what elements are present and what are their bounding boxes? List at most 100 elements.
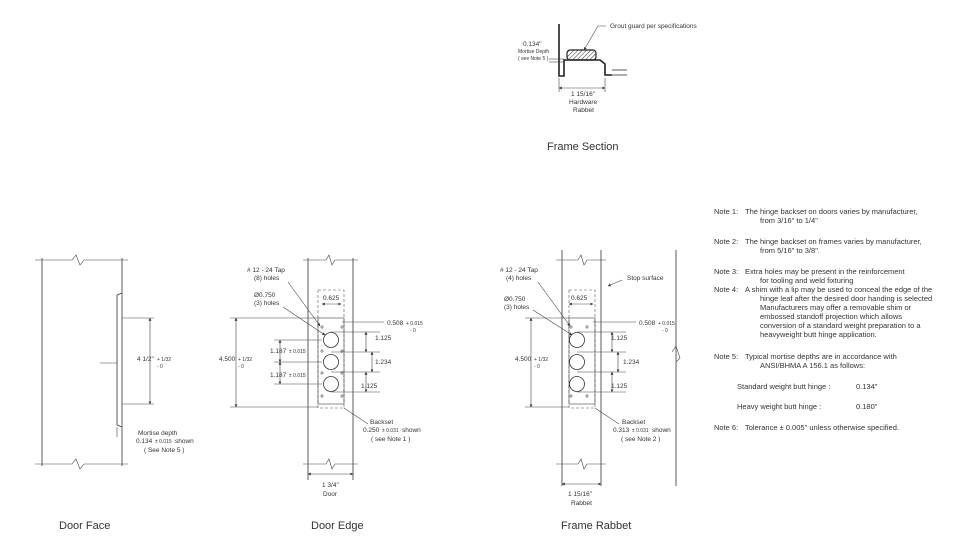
door-edge-right-offset-tol-plus: + 0.015 <box>406 321 423 327</box>
mortise-heavy-label: Heavy weight butt hinge : <box>737 402 821 411</box>
door-edge-backset-shown: shown <box>402 427 421 434</box>
door-face-diagram: 4 1/2" + 1/32 - 0 Mortise depth 0.134 ± … <box>35 254 194 532</box>
hole <box>569 376 585 392</box>
frame-rabbet-spacing2: 1.125 <box>611 383 628 390</box>
door-face-hinge-leaf <box>116 292 123 428</box>
frame-section-mortise-note: ( see Note 5 ) <box>518 56 549 62</box>
frame-section-mortise-value: 0.134" <box>523 41 542 48</box>
mortise-standard-label: Standard weight butt hinge : <box>737 382 830 391</box>
note-5: Note 5: Typical mortise depths are in ac… <box>714 352 897 370</box>
svg-text:The hinge backset on doors var: The hinge backset on doors varies by man… <box>745 207 918 216</box>
door-edge-hole-label2: (3) holes <box>254 300 280 307</box>
svg-text:Tolerance ± 0.005" unless othe: Tolerance ± 0.005" unless otherwise spec… <box>745 423 899 432</box>
svg-text:The hinge backset on frames va: The hinge backset on frames varies by ma… <box>745 237 922 246</box>
frame-section-caption: Frame Section <box>547 141 619 153</box>
frame-rabbet-backset-label: Backset <box>622 419 645 426</box>
svg-text:ANSI/BHMA A 156.1 as follows:: ANSI/BHMA A 156.1 as follows: <box>760 361 865 370</box>
svg-text:Note 3:: Note 3: <box>714 267 738 276</box>
door-face-caption: Door Face <box>59 520 110 532</box>
frame-rabbet-right-offset-tol-plus: + 0.015 <box>658 321 675 327</box>
frame-section-mortise-label: Mortise Depth <box>518 49 549 55</box>
frame-rabbet-hole-label2: (3) holes <box>504 304 530 311</box>
note-3: Note 3: Extra holes may be present in th… <box>714 267 906 285</box>
frame-rabbet-overall-tol-plus: + 1/32 <box>534 357 548 363</box>
svg-text:embossed standoff projection w: embossed standoff projection which allow… <box>760 312 902 321</box>
mortise-table: Standard weight butt hinge : 0.134" Heav… <box>737 382 878 411</box>
door-face-dim-tol-plus: + 1/32 <box>157 357 171 363</box>
svg-text:from 5/16" to 3/8".: from 5/16" to 3/8". <box>760 246 820 255</box>
frame-rabbet-tap-label2: (4) holes <box>506 275 532 282</box>
frame-section-rabbet-label1: Hardware <box>569 99 598 106</box>
frame-rabbet-overall-tol-minus: - 0 <box>534 364 540 370</box>
svg-text:A shim with a lip may be used: A shim with a lip may be used to conceal… <box>745 285 932 294</box>
hole <box>323 376 339 392</box>
frame-rabbet-rabbet-value: 1 15/16" <box>568 491 593 498</box>
door-edge-tap-label1: # 12 - 24 Tap <box>247 267 285 274</box>
door-edge-tap-label2: (8) holes <box>254 275 280 282</box>
frame-rabbet-backset-value: 0.313 <box>613 427 630 434</box>
door-edge-backset-label: Backset <box>370 419 393 426</box>
door-face-top-break <box>35 254 128 266</box>
svg-text:Manufacturers may offer a remo: Manufacturers may offer a removable shim… <box>760 303 912 312</box>
hole <box>323 332 339 348</box>
door-edge-left-pitch2: 1.187 <box>270 372 287 379</box>
frame-rabbet-rabbet-label: Rabbet <box>571 500 592 507</box>
door-edge-hole-label1: Ø0.750 <box>254 292 276 299</box>
frame-rabbet-right-offset-tol-minus: - 0 <box>662 328 668 334</box>
door-face-mortise-note: ( See Note 5 ) <box>144 447 184 454</box>
mortise-heavy-value: 0.180" <box>856 402 878 411</box>
svg-text:Note 4:: Note 4: <box>714 285 738 294</box>
frame-rabbet-width-top: 0.625 <box>571 295 588 302</box>
note-4: Note 4: A shim with a lip may be used to… <box>714 285 932 339</box>
door-face-dim-value: 4 1/2" <box>137 356 154 363</box>
door-face-bottom-break <box>35 458 128 470</box>
svg-text:Extra holes may be present in: Extra holes may be present in the reinfo… <box>745 267 906 276</box>
frame-rabbet-tap-label1: # 12 - 24 Tap <box>500 267 538 274</box>
frame-rabbet-hinge-prep <box>568 317 596 405</box>
door-edge-backset-value: 0.250 <box>363 427 380 434</box>
door-edge-caption: Door Edge <box>311 520 364 532</box>
door-edge-diagram: # 12 - 24 Tap (8) holes Ø0.750 (3) holes… <box>219 254 423 532</box>
mortise-standard-value: 0.134" <box>856 382 878 391</box>
door-edge-spacing1: 1.125 <box>375 335 392 342</box>
frame-section-diagram: Grout guard per specifications 0.134" Mo… <box>518 23 697 153</box>
door-edge-left-pitch-tol2: ± 0.015 <box>289 373 306 379</box>
svg-text:heavyweight butt hinge applica: heavyweight butt hinge application. <box>760 330 877 339</box>
frame-rabbet-caption: Frame Rabbet <box>561 520 631 532</box>
svg-text:hinge leaf after the desired d: hinge leaf after the desired door handin… <box>760 294 932 303</box>
door-face-mortise-label: Mortise depth <box>138 430 178 437</box>
door-edge-right-offset-tol-minus: - 0 <box>410 328 416 334</box>
notes-block: Note 1: The hinge backset on doors varie… <box>714 207 932 432</box>
frame-rabbet-diagram: # 12 - 24 Tap (4) holes Ø0.750 (3) holes… <box>500 250 681 532</box>
svg-text:Note 1:: Note 1: <box>714 207 738 216</box>
note-6: Note 6: Tolerance ± 0.005" unless otherw… <box>714 423 899 432</box>
door-edge-spacing2: 1.125 <box>361 383 378 390</box>
frame-rabbet-holes <box>569 325 589 398</box>
svg-text:Note 5:: Note 5: <box>714 352 738 361</box>
door-edge-left-pitch-tol1: ± 0.015 <box>289 349 306 355</box>
frame-rabbet-hole-label1: Ø0.750 <box>504 296 526 303</box>
hole <box>323 354 339 370</box>
svg-text:conversion of a standard weigh: conversion of a standard weight preparat… <box>760 321 921 330</box>
frame-section-rabbet-value: 1 15/16" <box>571 91 596 98</box>
note-2: Note 2: The hinge backset on frames vari… <box>714 237 922 255</box>
door-edge-thickness-label: Door <box>323 491 338 498</box>
door-edge-thickness: 1 3/4" <box>322 482 339 489</box>
frame-rabbet-backset-note: ( see Note 2 ) <box>621 436 660 443</box>
door-edge-overall-tol-plus: + 1/32 <box>238 357 252 363</box>
grout-guard-label: Grout guard per specifications <box>610 23 697 30</box>
door-edge-spacing-mid: 1.234 <box>375 359 392 366</box>
hole <box>569 354 585 370</box>
door-face-mortise-value: 0.134 <box>136 438 153 445</box>
frame-rabbet-spacing-mid: 1.234 <box>623 359 640 366</box>
door-edge-hinge-prep <box>317 317 345 405</box>
note-1: Note 1: The hinge backset on doors varie… <box>714 207 918 225</box>
svg-text:for tooling and weld fixturing: for tooling and weld fixturing <box>760 276 853 285</box>
door-edge-overall: 4.500 <box>219 356 236 363</box>
svg-text:Note 2:: Note 2: <box>714 237 738 246</box>
door-edge-backset-tol: ± 0.031 <box>382 428 399 434</box>
door-edge-left-pitch1: 1.187 <box>270 348 287 355</box>
grout-guard <box>566 49 597 61</box>
grout-leader <box>583 25 606 51</box>
svg-text:Note 6:: Note 6: <box>714 423 738 432</box>
